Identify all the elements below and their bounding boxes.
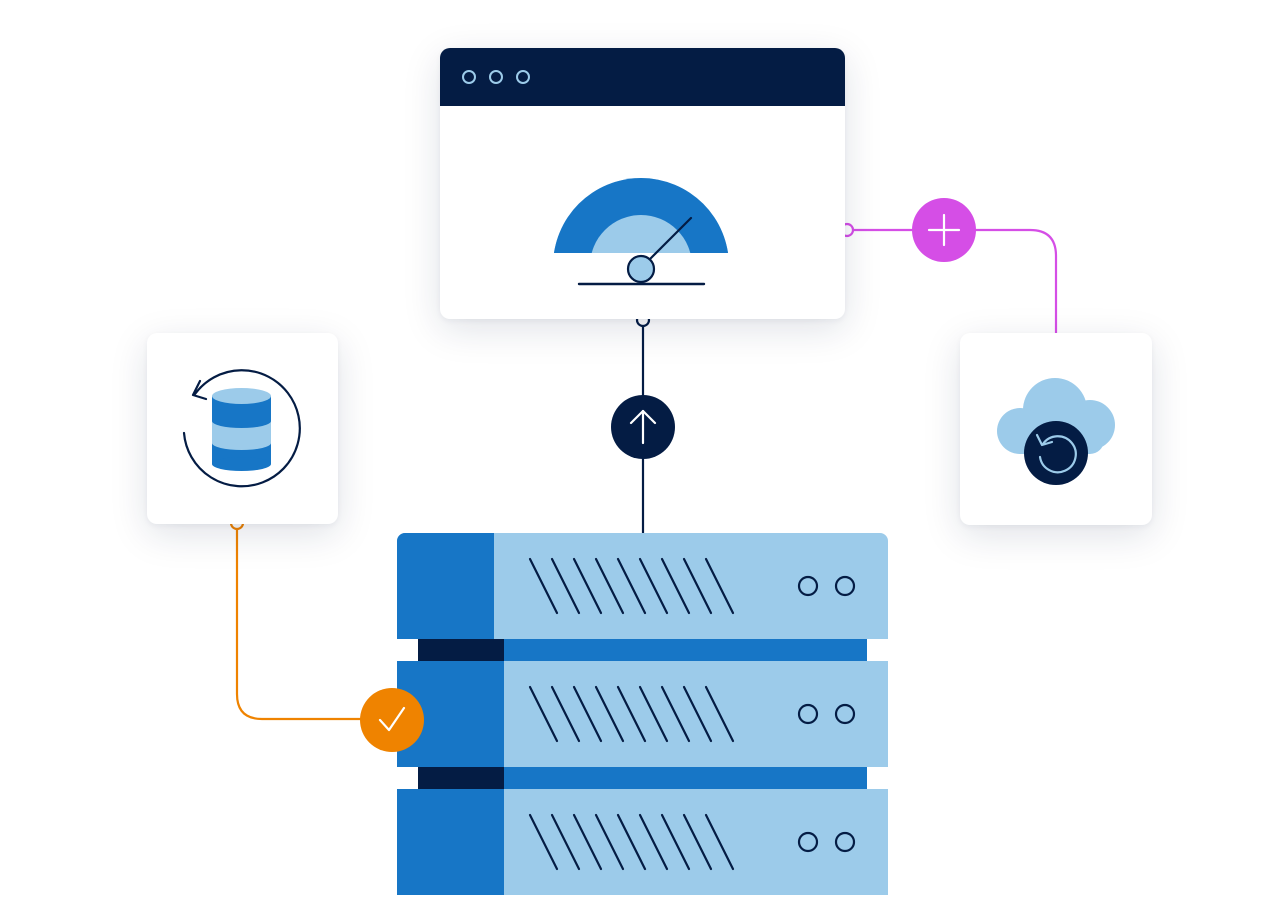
checkmark-icon <box>378 706 406 732</box>
browser-cloud-connector <box>852 228 1058 333</box>
vent-slats <box>528 685 735 743</box>
indicator-light-icon <box>797 575 819 597</box>
arrow-up-icon <box>629 409 657 445</box>
database-sync-icon <box>182 369 301 488</box>
indicator-light-icon <box>834 703 856 725</box>
server-rack <box>397 533 888 895</box>
server-unit <box>397 789 888 895</box>
plus-icon <box>927 213 961 247</box>
database-server-connector <box>235 529 362 721</box>
indicator-light-icon <box>834 575 856 597</box>
indicator-light-icon <box>834 831 856 853</box>
success-badge[interactable] <box>360 688 424 752</box>
window-dot-icon <box>516 70 530 84</box>
browser-window <box>440 48 845 319</box>
server-unit <box>397 533 888 639</box>
cloud-card <box>960 333 1152 525</box>
add-badge[interactable] <box>912 198 976 262</box>
database-card <box>147 333 338 524</box>
rack-connector <box>418 639 867 661</box>
server-unit <box>397 661 888 767</box>
rack-connector <box>418 767 867 789</box>
window-dot-icon <box>489 70 503 84</box>
window-titlebar <box>440 48 845 106</box>
upload-badge[interactable] <box>611 395 675 459</box>
rack-units <box>397 533 888 895</box>
speedometer-icon <box>553 178 729 286</box>
vent-slats <box>528 813 735 871</box>
indicator-light-icon <box>797 703 819 725</box>
window-dot-icon <box>462 70 476 84</box>
vent-slats <box>528 557 735 615</box>
indicator-light-icon <box>797 831 819 853</box>
server-faceplate <box>397 789 504 895</box>
cloud-backup-icon <box>997 378 1115 485</box>
